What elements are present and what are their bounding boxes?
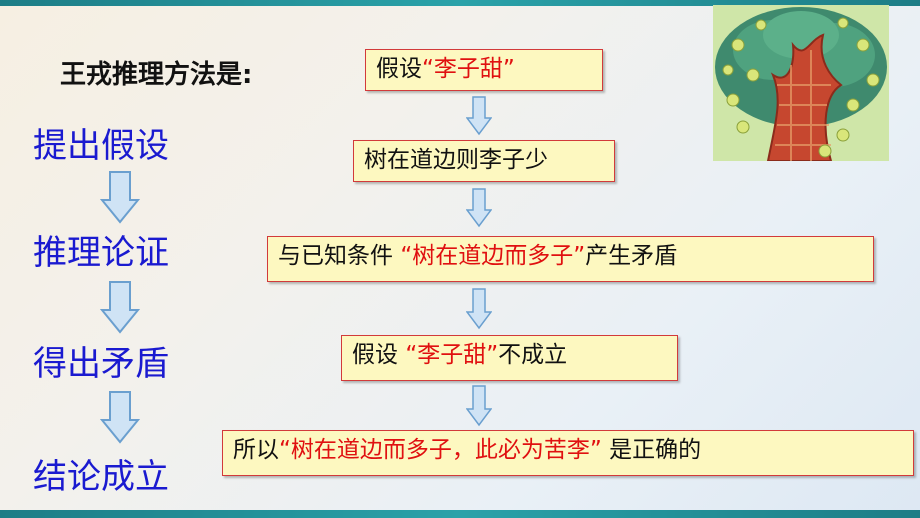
flow-text: 不成立	[498, 342, 568, 368]
flow-text: 与已知条件	[278, 243, 401, 269]
flow-highlight: “树在道边而多子”	[400, 243, 586, 269]
down-arrow-icon	[466, 288, 492, 330]
flow-box-roadside-tree: 树在道边则李子少	[353, 140, 615, 182]
down-arrow-icon	[100, 281, 140, 334]
down-arrow-icon	[466, 96, 492, 136]
flow-highlight: “树在道边而多子，此必为苦李”	[279, 437, 602, 463]
flow-box-conclusion: 所以“树在道边而多子，此必为苦李” 是正确的	[222, 430, 914, 476]
page-title: 王戎推理方法是:	[60, 60, 253, 90]
down-arrow-icon	[466, 385, 492, 427]
step-propose-hypothesis: 提出假设	[33, 126, 169, 166]
tree-icon	[713, 5, 889, 161]
flow-text: 树在道边则李子少	[364, 147, 548, 173]
bottom-accent-bar	[0, 510, 920, 518]
flow-box-contradiction: 与已知条件 “树在道边而多子”产生矛盾	[267, 236, 874, 282]
step-contradiction: 得出矛盾	[33, 344, 169, 384]
flow-highlight: “李子甜”	[422, 56, 515, 82]
down-arrow-icon	[466, 188, 492, 228]
flow-text: 假设	[352, 342, 406, 368]
down-arrow-icon	[100, 171, 140, 224]
flow-text: 假设	[376, 56, 422, 82]
flow-highlight: “李子甜”	[405, 342, 499, 368]
flow-text: 是正确的	[601, 437, 702, 463]
plum-tree-illustration	[713, 5, 889, 161]
top-accent-bar	[0, 0, 920, 6]
step-conclusion: 结论成立	[33, 457, 169, 497]
flow-box-hypothesis-false: 假设 “李子甜”不成立	[341, 335, 678, 381]
step-reasoning: 推理论证	[33, 233, 169, 273]
flow-text: 所以	[233, 437, 279, 463]
down-arrow-icon	[100, 391, 140, 444]
flow-text: 产生矛盾	[585, 243, 678, 269]
flow-box-hypothesis: 假设“李子甜”	[365, 49, 603, 91]
